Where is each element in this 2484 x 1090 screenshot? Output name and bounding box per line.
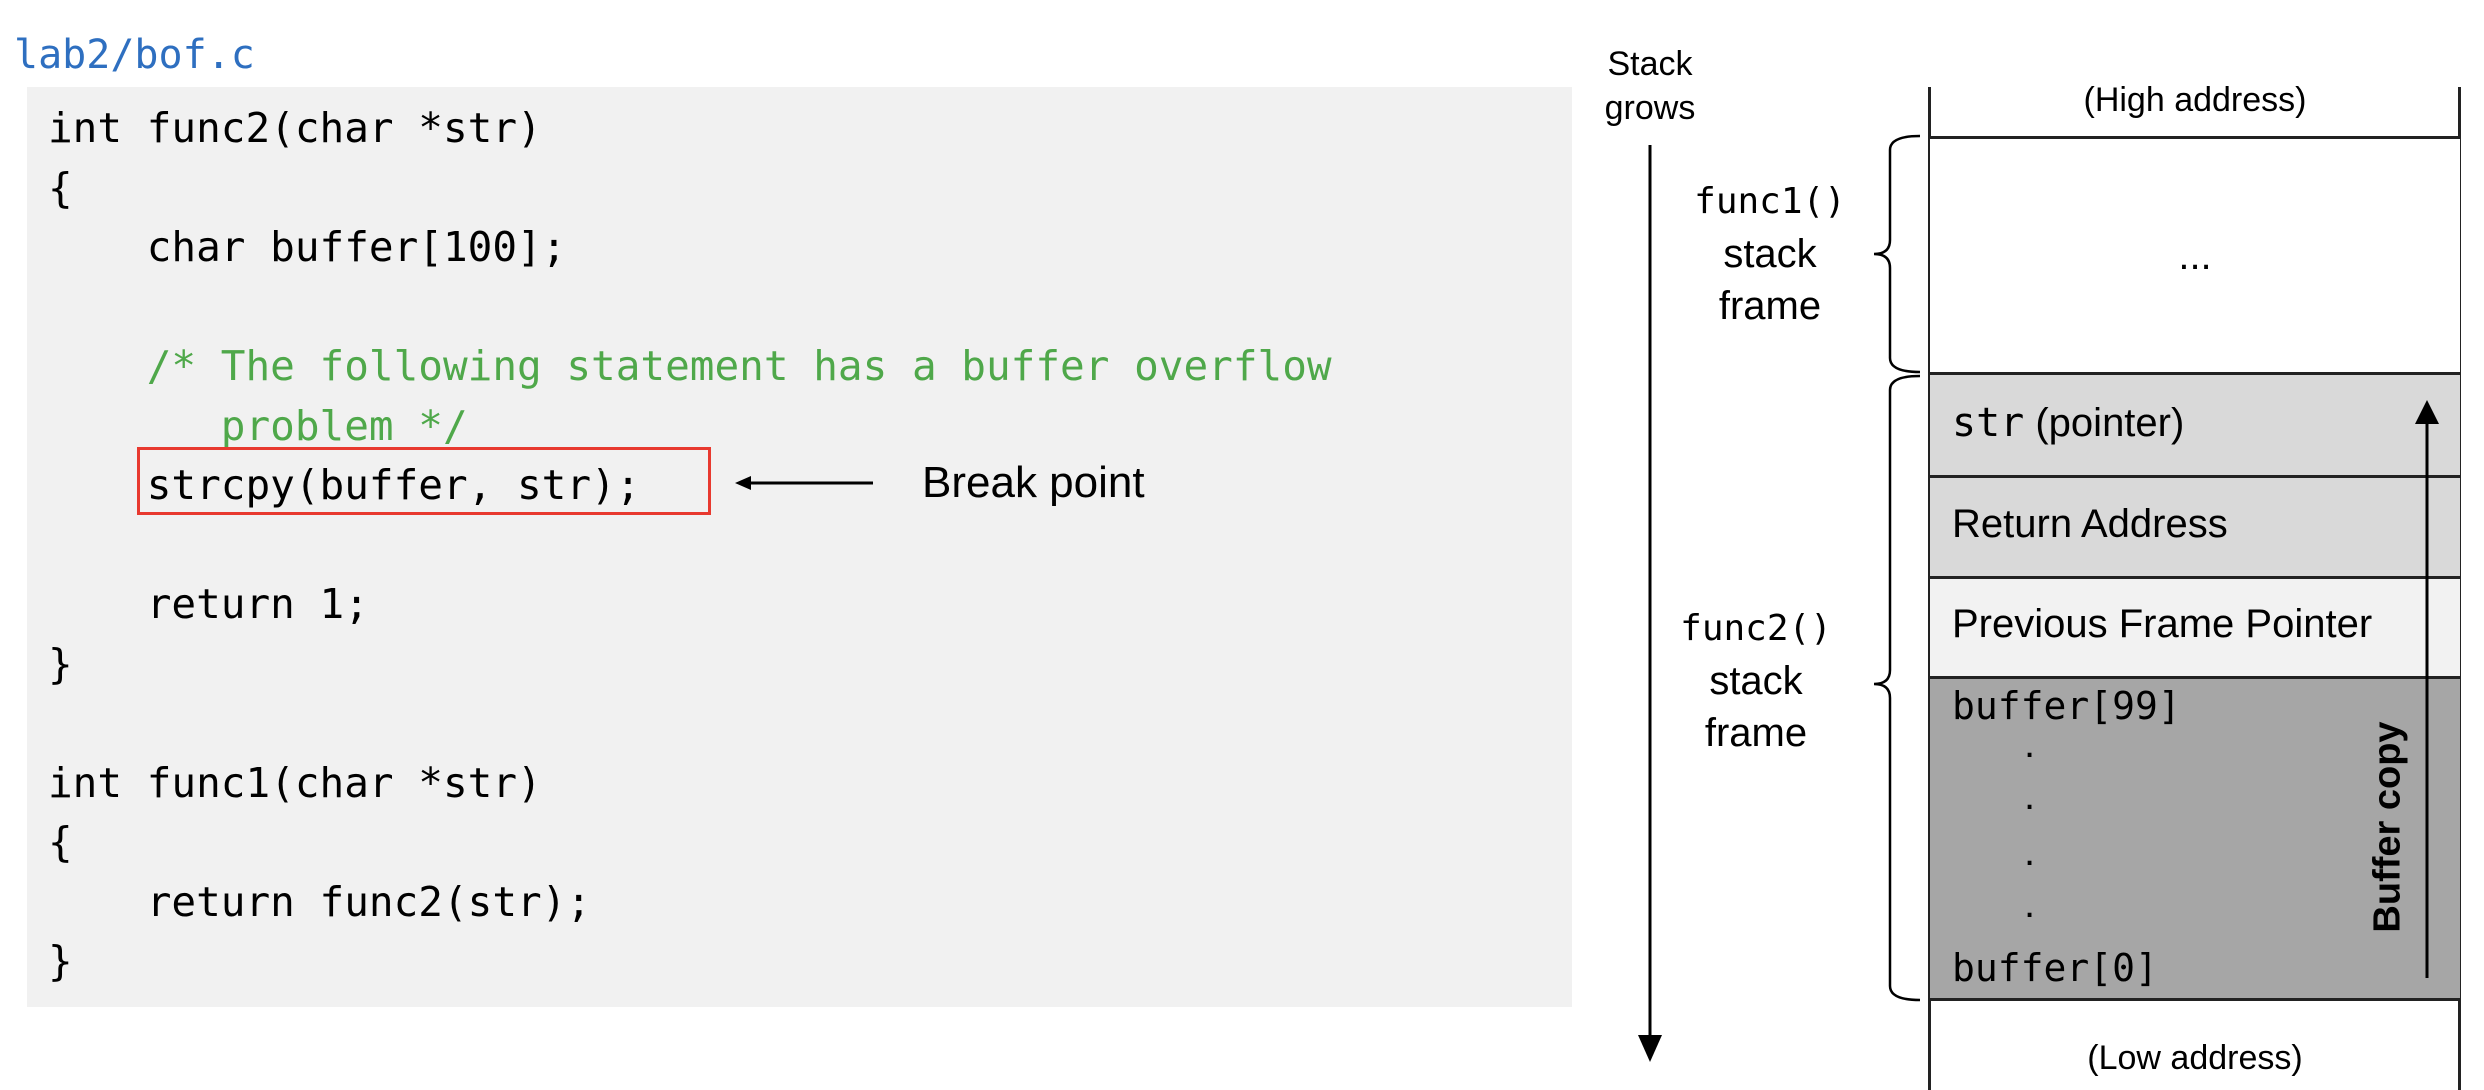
prev-frame-pointer-cell xyxy=(1930,576,2460,676)
return-address-cell xyxy=(1930,475,2460,576)
code-comment-line: problem */ xyxy=(48,401,468,450)
code-block xyxy=(27,87,1572,1007)
breakpoint-highlight xyxy=(137,447,711,515)
grows-label: grows xyxy=(1604,89,1696,127)
str-pointer-cell xyxy=(1930,372,2460,475)
func2-stack: stack xyxy=(1709,659,1803,703)
buffer-copy-label: Buffer copy xyxy=(2366,721,2409,933)
high-address-label: (High address) xyxy=(2083,81,2307,119)
code-line: } xyxy=(48,639,73,688)
buffer-copy-arrow-icon xyxy=(2415,400,2439,978)
func1-stack: stack xyxy=(1723,232,1817,276)
code-line: return 1; xyxy=(48,580,369,628)
stack-left-edge xyxy=(1928,87,1931,1090)
dot: . xyxy=(2024,774,2036,818)
code-line: { xyxy=(48,163,73,212)
return-address-label: Return Address xyxy=(1952,502,2228,546)
dot: . xyxy=(2024,722,2036,766)
stack-label: Stack xyxy=(1607,45,1693,83)
func2-name: func2() xyxy=(1680,608,1832,649)
func1-frame: frame xyxy=(1718,284,1822,328)
stack-grows-arrow-icon xyxy=(1638,145,1662,1062)
ellipsis: ... xyxy=(2178,234,2212,278)
code-line: int func1(char *str) xyxy=(48,758,542,807)
low-address-label: (Low address) xyxy=(2087,1039,2303,1077)
func1-frame-cell xyxy=(1930,136,2460,372)
code-comment-line: /* The following statement has a buffer … xyxy=(48,342,1332,390)
dot: . xyxy=(2024,882,2036,926)
func1-brace-icon xyxy=(1873,134,1921,374)
code-line: { xyxy=(48,818,73,866)
code-line: int func2(char *str) xyxy=(48,104,542,152)
func1-name: func1() xyxy=(1694,181,1846,222)
code-line: return func2(str); xyxy=(48,877,592,926)
breakpoint-arrow-icon xyxy=(735,476,873,490)
func2-brace-icon xyxy=(1873,374,1921,1002)
frame-braces xyxy=(1873,134,1921,1002)
str-mono: str xyxy=(1952,400,2025,446)
func1-frame-label: func1() stack frame xyxy=(1670,176,1870,332)
func2-frame-label: func2() stack frame xyxy=(1656,603,1856,759)
str-rest: (pointer) xyxy=(2024,401,2185,445)
file-name: lab2/bof.c xyxy=(14,32,255,78)
buffer-cell xyxy=(1930,676,2460,1001)
code-line: strcpy(buffer, str); xyxy=(48,461,641,509)
buffer-bottom-label: buffer[0] xyxy=(1952,946,2158,990)
breakpoint-label: Break point xyxy=(922,458,1145,507)
stack-grows-label: Stack grows xyxy=(1590,42,1710,130)
prev-frame-pointer-label: Previous Frame Pointer xyxy=(1952,602,2373,646)
buffer-top-label: buffer[99] xyxy=(1952,684,2181,728)
dot: . xyxy=(2024,830,2036,874)
code-line: char buffer[100]; xyxy=(48,223,567,271)
code-line: } xyxy=(48,937,73,985)
func2-frame: frame xyxy=(1704,711,1808,755)
str-pointer-label: str (pointer) xyxy=(1952,400,2184,446)
